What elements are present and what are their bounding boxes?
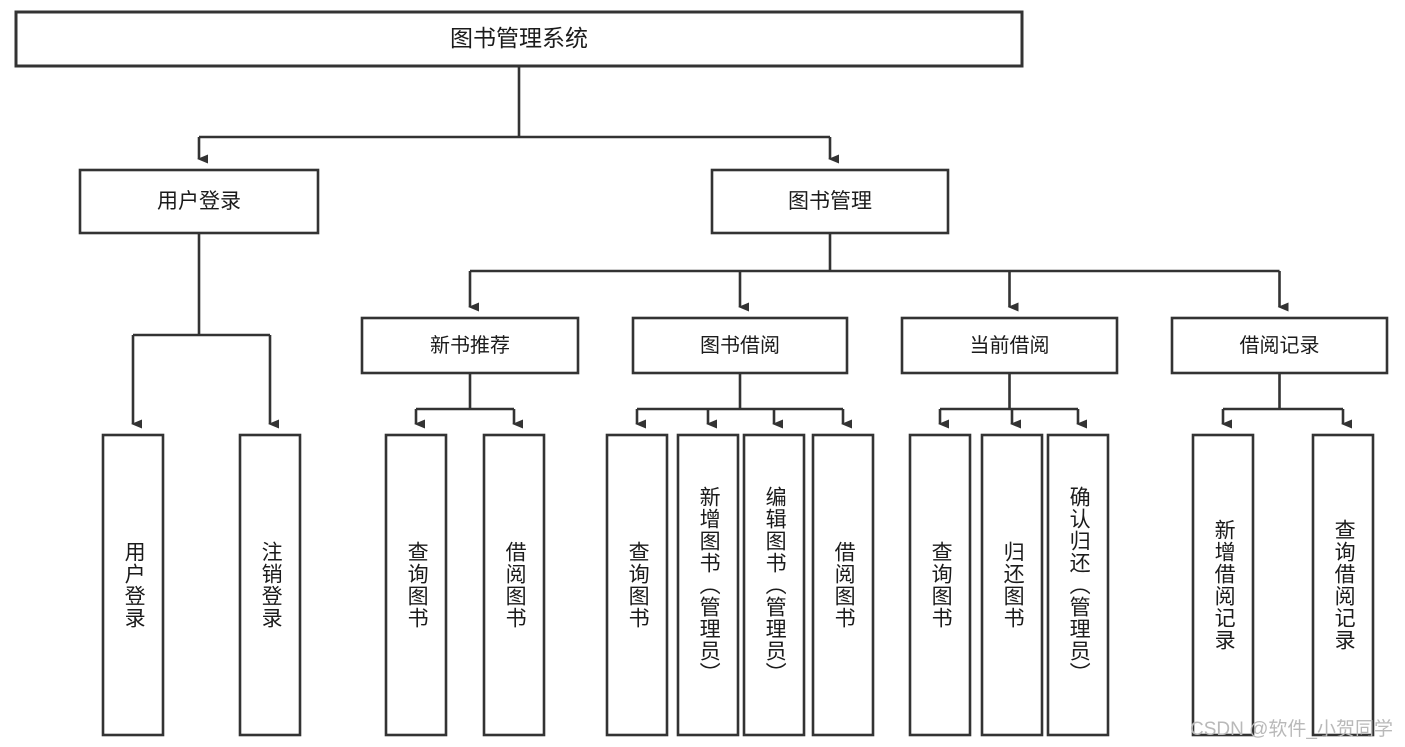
connector-lines <box>131 66 1353 429</box>
node-label: 当前借阅 <box>970 334 1050 357</box>
leaf-box-11[interactable] <box>1191 433 1255 737</box>
node-root-图书管理系统[interactable]: 图书管理系统 <box>14 10 1024 68</box>
leaf-box-4[interactable] <box>605 433 669 737</box>
leaf-box-12[interactable] <box>1311 433 1375 737</box>
leaf-box-1[interactable] <box>238 433 302 737</box>
csdn-watermark: CSDN @软件_小贺同学 <box>1190 719 1393 740</box>
leaf-box-0[interactable] <box>101 433 165 737</box>
node-label: 用户登录 <box>157 190 241 213</box>
leaf-box-10[interactable] <box>1046 433 1110 737</box>
node-label: 图书管理 <box>788 190 872 213</box>
node-level2-2[interactable]: 当前借阅 <box>900 316 1119 375</box>
leaf-box-9[interactable] <box>980 433 1044 737</box>
node-label: 图书管理系统 <box>450 25 588 51</box>
node-level1-1[interactable]: 图书管理 <box>710 168 950 235</box>
node-level2-3[interactable]: 借阅记录 <box>1170 316 1389 375</box>
leaf-box-3[interactable] <box>482 433 546 737</box>
leaf-box-5[interactable] <box>676 433 740 737</box>
node-label: 图书借阅 <box>700 334 780 357</box>
leaf-box-6[interactable] <box>742 433 806 737</box>
node-label: 借阅记录 <box>1240 334 1320 357</box>
node-label: 新书推荐 <box>430 334 510 357</box>
node-level1-0[interactable]: 用户登录 <box>78 168 320 235</box>
node-level2-0[interactable]: 新书推荐 <box>360 316 580 375</box>
leaf-box-2[interactable] <box>384 433 448 737</box>
node-level2-1[interactable]: 图书借阅 <box>631 316 849 375</box>
leaf-box-7[interactable] <box>811 433 875 737</box>
leaf-box-8[interactable] <box>908 433 972 737</box>
